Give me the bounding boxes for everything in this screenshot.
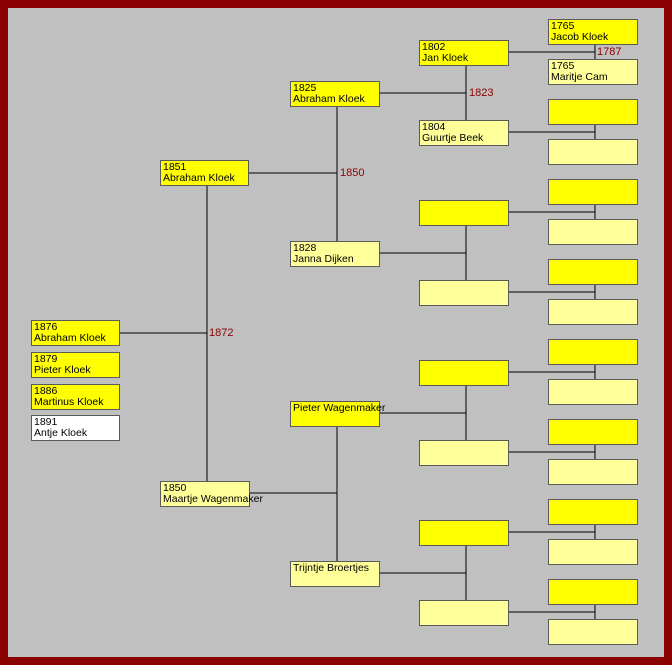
person-name: Abraham Kloek	[293, 93, 365, 105]
person-name: Janna Dijken	[293, 253, 354, 265]
person-year: 1804	[422, 121, 446, 133]
empty-ancestor-box[interactable]	[548, 459, 638, 485]
empty-ancestor-box[interactable]	[548, 259, 638, 285]
empty-ancestor-box[interactable]	[548, 539, 638, 565]
person-name: Guurtje Beek	[422, 132, 484, 144]
marriage-year-label: 1823	[469, 87, 494, 99]
empty-ancestor-box[interactable]	[419, 200, 509, 226]
marriage-year-label: 1850	[340, 167, 365, 179]
child-name: Martinus Kloek	[34, 396, 104, 408]
person-year: 1851	[163, 161, 187, 173]
empty-ancestor-box[interactable]	[548, 139, 638, 165]
child-box-martinus[interactable]: 1886 Martinus Kloek	[31, 384, 120, 410]
child-year: 1879	[34, 353, 58, 365]
person-name: Jan Kloek	[422, 52, 469, 64]
child-box-abraham[interactable]: 1876 Abraham Kloek	[31, 320, 120, 346]
person-name: Trijntje Broertjes	[293, 562, 370, 574]
person-year: 1765	[551, 60, 575, 72]
maternal-grandfather-box[interactable]: Pieter Wagenmaker	[290, 401, 386, 427]
child-name: Pieter Kloek	[34, 364, 91, 376]
great-great-grandfather-box[interactable]: 1765 Jacob Kloek	[548, 19, 638, 45]
child-name: Abraham Kloek	[34, 332, 106, 344]
person-year: 1825	[293, 82, 317, 94]
child-year: 1886	[34, 385, 58, 397]
mother-box[interactable]: 1850 Maartje Wagenmaker	[160, 481, 263, 507]
great-grandmother-box[interactable]: 1804 Guurtje Beek	[419, 120, 509, 146]
child-box-antje[interactable]: 1891 Antje Kloek	[31, 415, 120, 441]
empty-ancestor-box[interactable]	[548, 179, 638, 205]
empty-ancestor-box[interactable]	[419, 280, 509, 306]
great-great-grandmother-box[interactable]: 1765 Maritje Cam	[548, 59, 638, 85]
person-name: Abraham Kloek	[163, 172, 235, 184]
empty-ancestor-box[interactable]	[548, 299, 638, 325]
person-year: 1765	[551, 20, 575, 32]
paternal-grandmother-box[interactable]: 1828 Janna Dijken	[290, 241, 380, 267]
empty-ancestor-box[interactable]	[548, 99, 638, 125]
child-year: 1891	[34, 416, 58, 428]
empty-ancestor-box[interactable]	[548, 219, 638, 245]
empty-ancestor-box[interactable]	[548, 499, 638, 525]
child-year: 1876	[34, 321, 58, 333]
maternal-grandmother-box[interactable]: Trijntje Broertjes	[290, 561, 380, 587]
empty-ancestor-box[interactable]	[419, 440, 509, 466]
empty-ancestor-box[interactable]	[548, 579, 638, 605]
empty-ancestor-box[interactable]	[548, 619, 638, 645]
person-year: 1802	[422, 41, 446, 53]
paternal-grandfather-box[interactable]: 1825 Abraham Kloek	[290, 81, 380, 107]
child-name: Antje Kloek	[34, 427, 88, 439]
person-year: 1850	[163, 482, 187, 494]
father-box[interactable]: 1851 Abraham Kloek	[160, 160, 249, 186]
marriage-year-label: 1872	[209, 327, 234, 339]
empty-ancestor-box[interactable]	[548, 339, 638, 365]
empty-ancestor-box[interactable]	[419, 600, 509, 626]
person-name: Maritje Cam	[551, 71, 608, 83]
empty-ancestor-box[interactable]	[419, 360, 509, 386]
person-name: Maartje Wagenmaker	[163, 493, 263, 505]
marriage-year-label: 1787	[597, 46, 622, 58]
empty-ancestor-box[interactable]	[548, 379, 638, 405]
great-grandfather-box[interactable]: 1802 Jan Kloek	[419, 40, 509, 66]
empty-ancestor-box[interactable]	[419, 520, 509, 546]
child-box-pieter[interactable]: 1879 Pieter Kloek	[31, 352, 120, 378]
person-year: 1828	[293, 242, 317, 254]
person-name: Pieter Wagenmaker	[293, 402, 386, 414]
person-name: Jacob Kloek	[551, 31, 609, 43]
empty-ancestor-box[interactable]	[548, 419, 638, 445]
